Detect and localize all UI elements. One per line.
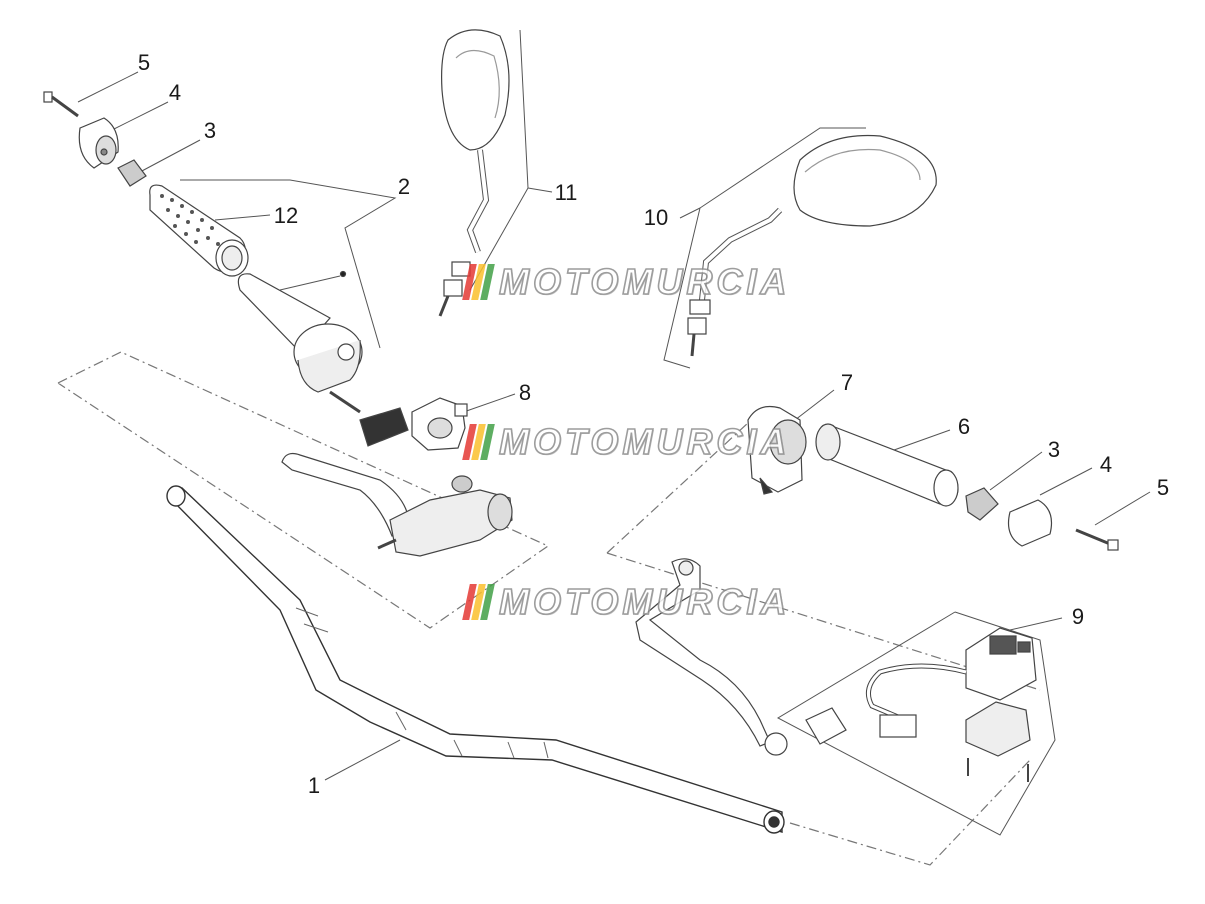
label-2: 2 <box>397 174 411 199</box>
handlebar <box>166 485 785 834</box>
clutch-lever-assembly <box>281 452 513 557</box>
label-8: 8 <box>518 380 532 405</box>
label-12: 12 <box>273 203 299 228</box>
switch-housing-right <box>747 405 807 495</box>
label-9: 9 <box>1071 604 1085 629</box>
bar-end-weight-right <box>1007 499 1053 547</box>
grip-left <box>149 184 249 277</box>
spacer-right <box>965 487 999 521</box>
watermark-flag-icon <box>462 264 495 300</box>
mirror-left <box>438 29 510 317</box>
label-7: 7 <box>840 370 854 395</box>
leader-lines <box>77 29 1151 836</box>
watermark: MOTOMURCIA <box>462 261 791 302</box>
watermark: MOTOMURCIA <box>462 581 791 622</box>
label-4-left: 4 <box>168 80 182 105</box>
bolt-right <box>1075 528 1119 551</box>
watermark-text: MOTOMURCIA <box>498 581 791 622</box>
bar-end-weight-left <box>78 117 119 169</box>
brake-lever <box>635 558 788 756</box>
outline-left-assembly <box>57 351 550 629</box>
label-3-right: 3 <box>1047 437 1061 462</box>
label-6: 6 <box>957 414 971 439</box>
watermark-flag-icon <box>462 584 495 620</box>
switch-housing-left <box>411 397 468 451</box>
throttle-connector <box>359 407 409 447</box>
watermark-text: MOTOMURCIA <box>498 421 791 462</box>
bolt-left <box>43 91 79 118</box>
label-5-right: 5 <box>1156 475 1170 500</box>
label-4-right: 4 <box>1099 452 1113 477</box>
switch-cluster-right <box>805 627 1037 782</box>
watermark-flag-icon <box>462 424 495 460</box>
label-11: 11 <box>554 180 578 205</box>
watermark-text: MOTOMURCIA <box>498 261 791 302</box>
label-10: 10 <box>643 205 669 230</box>
grip-right <box>815 423 959 507</box>
watermark: MOTOMURCIA <box>462 421 791 462</box>
label-3-left: 3 <box>203 118 217 143</box>
throttle-tube <box>237 270 363 414</box>
label-5-left: 5 <box>137 50 151 75</box>
spacer-left <box>117 159 147 187</box>
label-1: 1 <box>307 773 321 798</box>
mirror-right <box>687 134 937 357</box>
